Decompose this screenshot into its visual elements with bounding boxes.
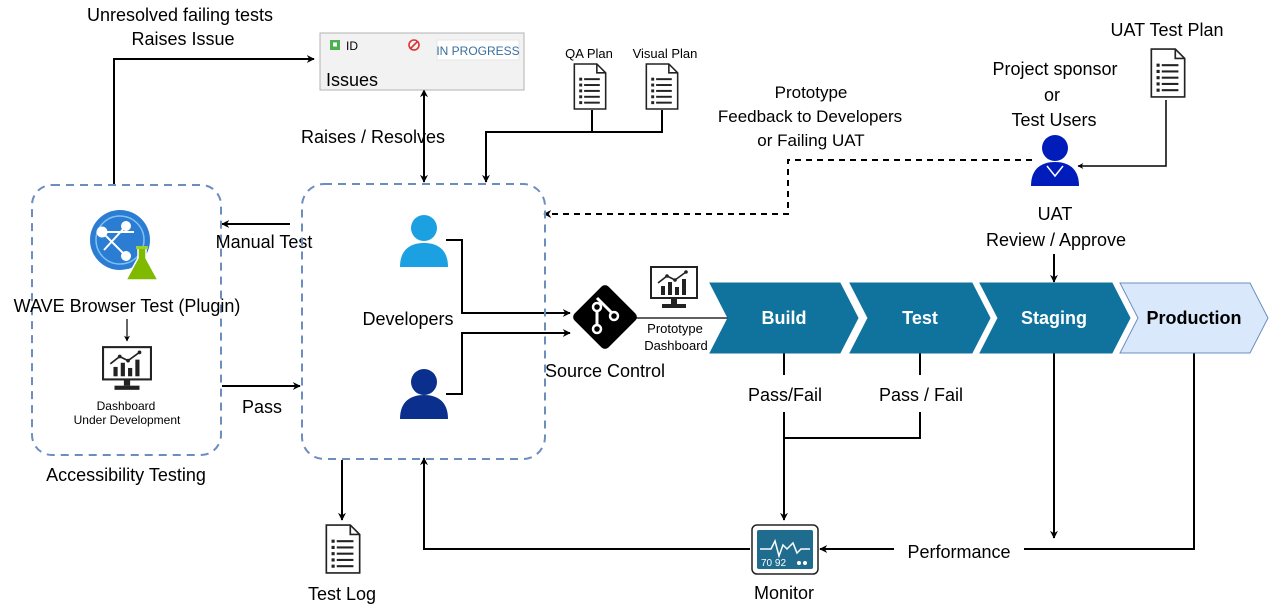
qa-plan: QA Plan bbox=[565, 46, 613, 110]
connector-uat-plan-to-sponsor bbox=[1077, 100, 1167, 169]
issues-card[interactable]: ID IN PROGRESS Issues bbox=[319, 32, 525, 91]
pass-label: Pass bbox=[242, 397, 282, 417]
monitor-label: Monitor bbox=[754, 583, 814, 603]
unresolved-label-line1: Unresolved failing tests bbox=[87, 5, 273, 25]
feedback-line3: or Failing UAT bbox=[757, 131, 864, 150]
manual-test-label: Manual Test bbox=[216, 232, 313, 252]
issue-id: ID bbox=[346, 39, 358, 53]
sponsor-line2: or bbox=[1044, 85, 1060, 105]
uat-label-line1: UAT bbox=[1038, 204, 1073, 224]
raises-resolves-label: Raises / Resolves bbox=[301, 127, 445, 147]
pass-fail-build-label: Pass/Fail bbox=[748, 385, 822, 405]
accessibility-testing-label: Accessibility Testing bbox=[46, 465, 206, 485]
stage-label: Build bbox=[762, 308, 807, 328]
monitor-readout: 70 92 bbox=[761, 558, 786, 569]
visual-plan-label: Visual Plan bbox=[633, 46, 698, 61]
wave-label: WAVE Browser Test (Plugin) bbox=[14, 296, 241, 316]
connector-dev1-to-git bbox=[446, 239, 571, 317]
sponsor-user-icon bbox=[1031, 135, 1079, 186]
developers-group bbox=[301, 183, 546, 460]
monitor-icon: 70 92 bbox=[751, 524, 819, 575]
uat-label-line2: Review / Approve bbox=[986, 230, 1126, 250]
dashboard-dev-line2: Under Development bbox=[74, 413, 181, 427]
prototype-dashboard-icon bbox=[650, 266, 698, 309]
source-control-label: Source Control bbox=[545, 361, 665, 381]
pass-fail-test-label: Pass / Fail bbox=[879, 385, 963, 405]
dashboard-under-development-icon bbox=[102, 346, 152, 391]
accessibility-group bbox=[31, 184, 222, 456]
pipeline-stage-build[interactable]: Build bbox=[709, 282, 859, 354]
connector-plans-to-developers bbox=[482, 110, 593, 183]
connectors bbox=[113, 55, 1195, 553]
uat-test-plan-label: UAT Test Plan bbox=[1110, 20, 1223, 40]
qa-plan-document-icon bbox=[573, 63, 607, 110]
issue-status-badge bbox=[436, 39, 520, 61]
pipeline-stage-test[interactable]: Test bbox=[849, 282, 991, 354]
azure-test-plans-icon bbox=[90, 210, 160, 281]
sponsor-line1: Project sponsor bbox=[992, 59, 1117, 79]
performance-label: Performance bbox=[907, 542, 1010, 562]
connector-feedback-dashed bbox=[543, 159, 1032, 218]
qa-plan-label: QA Plan bbox=[565, 46, 613, 61]
visual-plan-document-icon bbox=[645, 63, 679, 110]
stage-label: Staging bbox=[1021, 308, 1087, 328]
stage-label: Production bbox=[1147, 308, 1242, 328]
git-icon bbox=[573, 285, 637, 349]
unresolved-label-line2: Raises Issue bbox=[131, 29, 234, 49]
issues-title: Issues bbox=[326, 70, 378, 90]
test-log-document-icon bbox=[325, 524, 361, 574]
dashboard-dev-line1: Dashboard bbox=[97, 399, 156, 413]
connector-accessibility-to-issues bbox=[113, 55, 315, 185]
stage-label: Test bbox=[902, 308, 938, 328]
developer-user-icon bbox=[400, 215, 448, 267]
blocked-icon bbox=[408, 39, 420, 51]
prototype-dash-line1: Prototype bbox=[647, 321, 703, 336]
feedback-line2: Feedback to Developers bbox=[718, 107, 902, 126]
sponsor-line3: Test Users bbox=[1011, 110, 1096, 130]
pipeline-stage-staging[interactable]: Staging bbox=[979, 282, 1131, 354]
connector-visual-plan-line bbox=[592, 110, 663, 133]
developers-label: Developers bbox=[362, 309, 453, 329]
test-log-label: Test Log bbox=[308, 584, 376, 604]
pipeline: Build Test Staging Production bbox=[709, 282, 1269, 354]
connector-production-to-monitor bbox=[1024, 353, 1195, 550]
pipeline-stage-production[interactable]: Production bbox=[1119, 282, 1269, 354]
developer-user-icon bbox=[400, 369, 448, 419]
feedback-line1: Prototype bbox=[775, 83, 848, 102]
issue-status: IN PROGRESS bbox=[436, 44, 519, 58]
connector-monitor-to-developers bbox=[420, 457, 750, 550]
uat-test-plan-document-icon bbox=[1150, 48, 1186, 98]
connector-passfail-test bbox=[784, 412, 921, 439]
connector-dev2-to-git bbox=[446, 329, 571, 395]
visual-plan: Visual Plan bbox=[633, 46, 698, 110]
prototype-dash-line2: Dashboard bbox=[644, 338, 708, 353]
